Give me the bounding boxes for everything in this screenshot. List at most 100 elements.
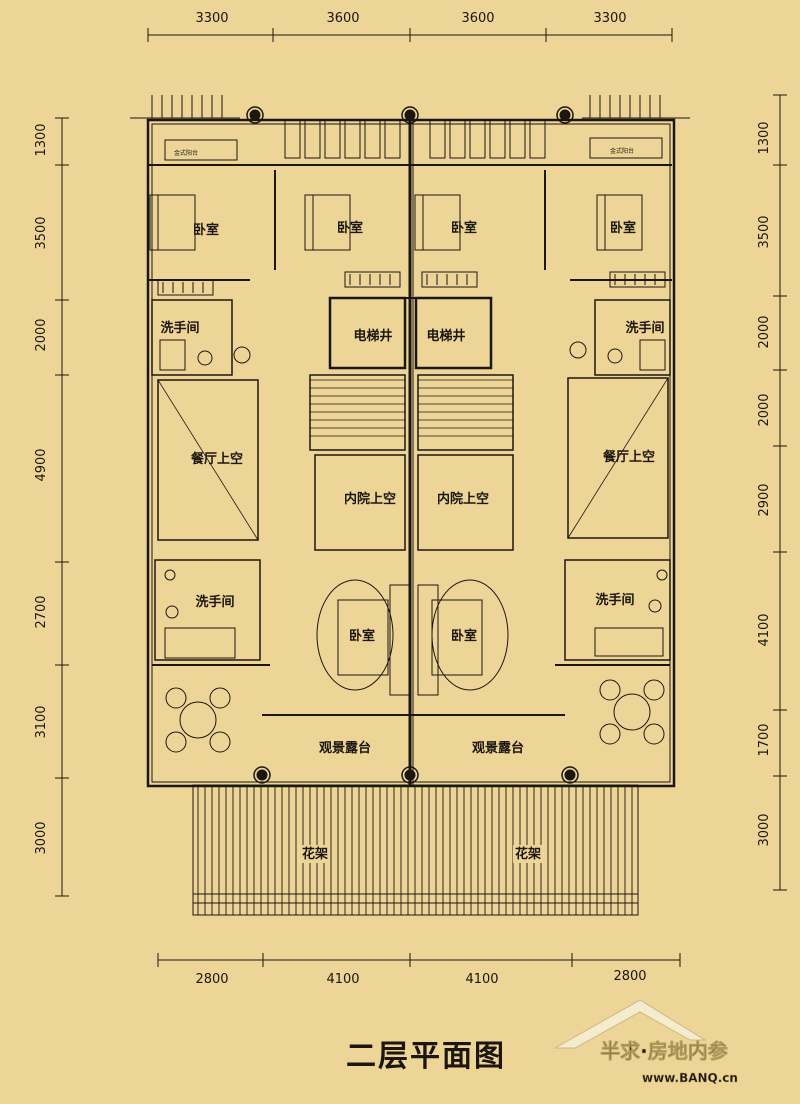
bed [431,599,483,676]
label-bedroom-2: 卧室 [337,220,363,236]
label-washroom-1: 洗手间 [160,320,199,336]
courtyard-void-left [314,454,406,551]
column [564,769,576,781]
dim-left-7: 3000 [34,821,49,854]
chair [599,679,621,701]
chair [599,723,621,745]
window-pane [344,119,361,159]
bed-headboard [304,194,314,251]
wardrobe [417,584,439,696]
column [404,769,416,781]
dim-top-2: 3600 [326,11,359,26]
label-cabinet-left: 金式阳台 [174,149,198,157]
toilet [197,350,213,366]
window-pane [304,119,321,159]
column-ring [253,766,271,784]
dim-left-6: 3100 [34,705,49,738]
dim-right-6: 4100 [757,613,772,646]
cabinet-left [164,139,238,161]
label-courtyard-void-left: 内院上空 [344,491,396,507]
dim-left-4: 4900 [34,448,49,481]
column [256,769,268,781]
column [249,109,261,121]
page-title: 二层平面图 [346,1039,506,1074]
toilet [648,599,662,613]
basin [656,569,668,581]
window-pane [324,119,341,159]
staircase-right [417,374,514,451]
window-pane [489,119,506,159]
chair [165,687,187,709]
washroom-upper-left [151,299,233,376]
column-ring [561,766,579,784]
void-diagonal [157,379,259,541]
label-terrace-left: 观景露台 [319,740,371,756]
column [559,109,571,121]
void-diagonal [567,377,669,539]
dim-bottom-4: 2800 [613,969,646,984]
bed [149,194,196,251]
dim-top-1: 3300 [195,11,228,26]
wardrobe [157,279,214,296]
dim-right-2: 3500 [757,215,772,248]
dim-right-3: 2000 [757,315,772,348]
bathtub [594,627,664,657]
window-pane [449,119,466,159]
dim-bottom-2: 4100 [326,972,359,987]
shower [159,339,186,371]
label-washroom-4: 洗手间 [595,592,634,608]
window-pane [384,119,401,159]
chair [165,731,187,753]
dim-left-1: 1300 [34,123,49,156]
wardrobe [421,271,478,288]
label-terrace-right: 观景露台 [472,740,524,756]
pergola-frame [192,784,639,916]
window-pane [429,119,446,159]
bed-headboard [596,194,606,251]
dim-left-5: 2700 [34,595,49,628]
watermark-brand: 半求·房地内参 [600,1039,728,1063]
dim-right-5: 2900 [757,483,772,516]
rug-oval [316,579,394,691]
column [404,109,416,121]
shower [639,339,666,371]
basin [233,346,251,364]
elevator-shaft-left [328,296,407,370]
elevator-shaft-right [414,296,493,370]
dining-void-left [157,379,259,541]
dim-left-3: 2000 [34,318,49,351]
label-courtyard-void-right: 内院上空 [437,491,489,507]
label-bedroom-3: 卧室 [451,220,477,236]
washroom-lower-right [564,559,671,661]
label-washroom-3: 洗手间 [195,594,234,610]
label-bedroom-6: 卧室 [451,628,477,644]
chair [643,723,665,745]
watermark-logo: 半求·房地内参 www.BANQ.cn [553,999,738,1085]
basin [164,569,176,581]
label-dining-void-left: 餐厅上空 [190,451,243,467]
label-washroom-2: 洗手间 [625,320,664,336]
toilet [165,605,179,619]
label-pergola-right: 花架 [515,846,541,862]
window-pane [469,119,486,159]
bed-headboard [149,194,159,251]
dim-bottom-1: 2800 [195,972,228,987]
wardrobe [609,271,666,288]
label-bedroom-4: 卧室 [610,220,636,236]
label-pergola-left: 花架 [302,846,328,862]
washroom-upper-right [594,299,671,376]
chair [209,731,231,753]
label-dining-void-right: 餐厅上空 [602,449,655,465]
bed [337,599,389,676]
dim-bottom-3: 4100 [465,972,498,987]
basin [569,341,587,359]
cabinet-right [589,137,663,159]
watermark-url: www.BANQ.cn [642,1071,738,1085]
courtyard-void-right [417,454,514,551]
label-cabinet-right: 金式阳台 [610,147,634,155]
dim-right-4: 2000 [757,393,772,426]
column-ring [401,766,419,784]
bed-headboard [414,194,424,251]
